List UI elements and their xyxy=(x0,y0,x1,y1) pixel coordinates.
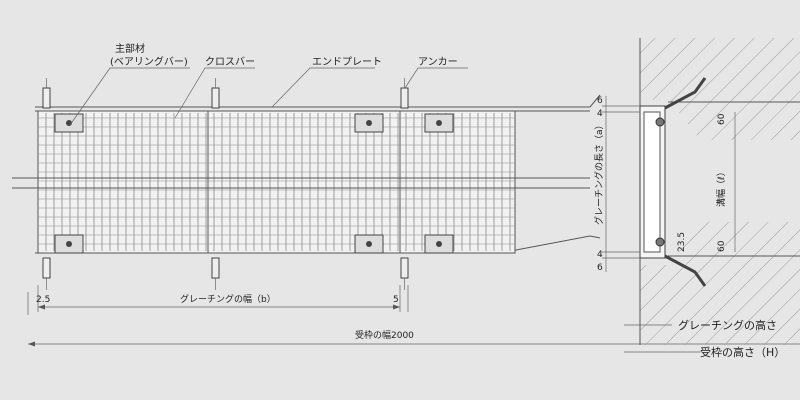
dim-sixty-top: 60 xyxy=(717,113,727,125)
label-main-member: 主部材 xyxy=(115,42,145,55)
dim-four-bottom: 4 xyxy=(597,250,603,260)
label-bearing-bar: (ベアリングバー) xyxy=(110,55,188,68)
dim-grating-width: グレーチングの幅（b） xyxy=(180,293,276,305)
grating-panel-1 xyxy=(37,110,209,254)
dim-clear-width: 溝幅（ℓ） xyxy=(715,167,727,207)
dim-twenty-three: 23.5 xyxy=(677,232,687,252)
dim-right-offset: 5 xyxy=(393,295,399,305)
label-anchor: アンカー xyxy=(418,56,458,68)
anchor-hook-top xyxy=(664,77,707,110)
dim-grating-height: グレーチングの高さ xyxy=(678,318,777,332)
label-cross-bar: クロスバー xyxy=(205,56,255,68)
leader-end-plate xyxy=(271,67,375,108)
section-view: 6 4 4 6 グレーチングの長さ（a） 60 溝幅（ℓ） 60 23.5 グレ… xyxy=(593,38,800,359)
dim-six-bottom: 6 xyxy=(597,263,603,273)
plan-view: 主部材 (ベアリングバー) クロスバー エンドプレート アンカー 2.5 グレー… xyxy=(12,42,800,347)
dim-grating-length: グレーチングの長さ（a） xyxy=(593,120,605,225)
frame-rail-top xyxy=(35,94,601,108)
dim-four-top: 4 xyxy=(597,109,603,119)
label-end-plate: エンドプレート xyxy=(312,56,382,68)
anchor-plates xyxy=(54,113,454,254)
dim-six-top: 6 xyxy=(597,96,603,106)
concrete-top xyxy=(640,38,800,140)
anchor-hook-bottom xyxy=(664,254,707,287)
dim-frame-width: 受枠の幅2000 xyxy=(355,329,414,341)
bolts xyxy=(655,117,665,247)
grating-panel-3 xyxy=(399,110,516,254)
grating-section xyxy=(643,111,661,253)
leader-cross-bar xyxy=(174,67,255,119)
dim-left-offset: 2.5 xyxy=(36,295,50,305)
leader-main-member xyxy=(69,67,190,126)
dim-sixty-bottom: 60 xyxy=(717,240,727,252)
grating-panel-2 xyxy=(207,110,401,254)
leader-anchor xyxy=(404,67,468,89)
dim-frame-height: 受枠の高さ（H） xyxy=(700,345,785,359)
concrete-bottom xyxy=(640,222,800,345)
anchor-studs xyxy=(42,78,409,290)
